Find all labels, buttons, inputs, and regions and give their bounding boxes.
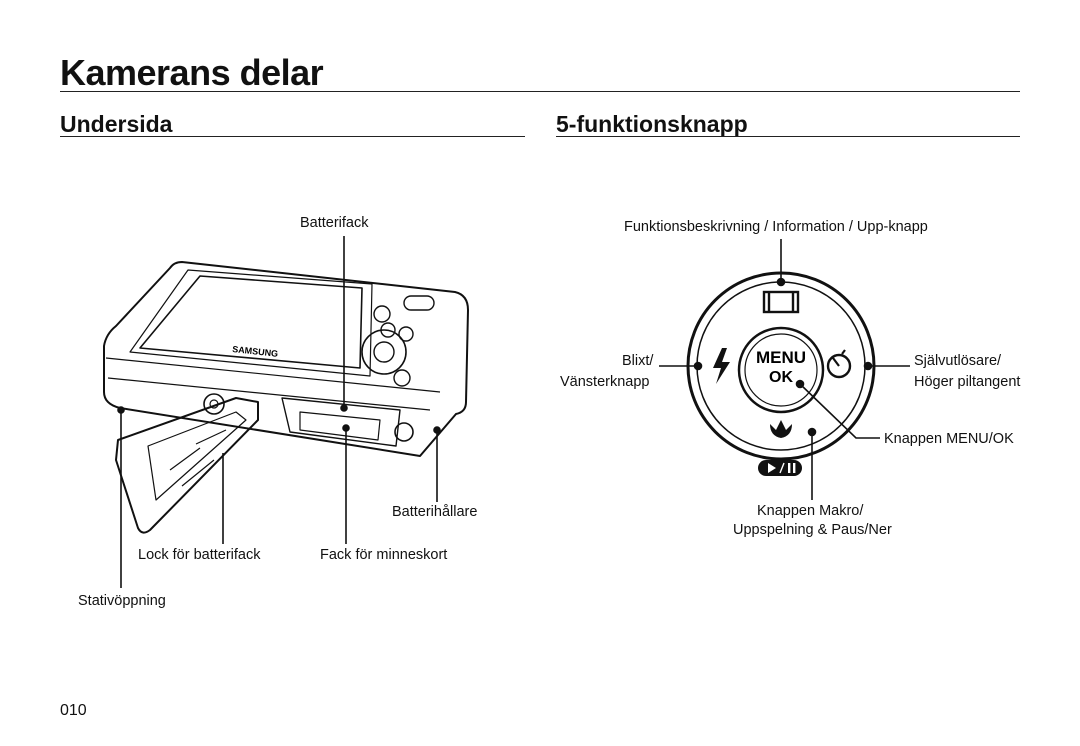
section-heading-five-function: 5-funktionsknapp xyxy=(556,111,748,137)
label-tripod-socket: Stativöppning xyxy=(78,593,166,609)
section-rule-right xyxy=(556,136,1020,137)
display-icon xyxy=(762,290,800,314)
ok-label: OK xyxy=(769,369,793,386)
label-flash-line2: Vänsterknapp xyxy=(560,374,650,390)
label-menu-ok: Knappen MENU/OK xyxy=(884,431,1014,447)
brand-logo: SAMSUNG xyxy=(232,344,279,359)
label-self-timer-line1: Självutlösare/ xyxy=(914,353,1002,369)
title-rule xyxy=(60,91,1020,92)
self-timer-icon xyxy=(826,353,852,379)
camera-body xyxy=(103,261,469,457)
page-title: Kamerans delar xyxy=(60,52,324,93)
label-flash-line1: Blixt/ xyxy=(622,353,654,369)
menu-label: MENU xyxy=(756,348,806,367)
macro-icon xyxy=(770,420,792,438)
tripod-hole xyxy=(203,393,225,415)
label-memory-card-slot: Fack för minneskort xyxy=(320,547,448,563)
battery-door xyxy=(115,397,259,534)
label-battery-compartment: Batterifack xyxy=(300,215,369,231)
label-self-timer-line2: Höger piltangent xyxy=(914,374,1021,390)
label-macro-line1: Knappen Makro/ xyxy=(757,503,864,519)
label-up-button: Funktionsbeskrivning / Information / Upp… xyxy=(624,219,928,235)
lcd-screen xyxy=(139,275,363,369)
label-battery-lock: Lock för batterifack xyxy=(138,547,261,563)
page-number: 010 xyxy=(60,702,87,719)
label-battery-holder: Batterihållare xyxy=(392,504,478,520)
battery-slot xyxy=(281,397,401,447)
label-macro-line2: Uppspelning & Paus/Ner xyxy=(733,522,892,538)
section-rule-left xyxy=(60,136,525,137)
menu-ok-button xyxy=(737,326,825,414)
flash-icon xyxy=(713,348,730,384)
section-heading-bottom: Undersida xyxy=(60,111,173,137)
control-pad xyxy=(361,329,407,375)
